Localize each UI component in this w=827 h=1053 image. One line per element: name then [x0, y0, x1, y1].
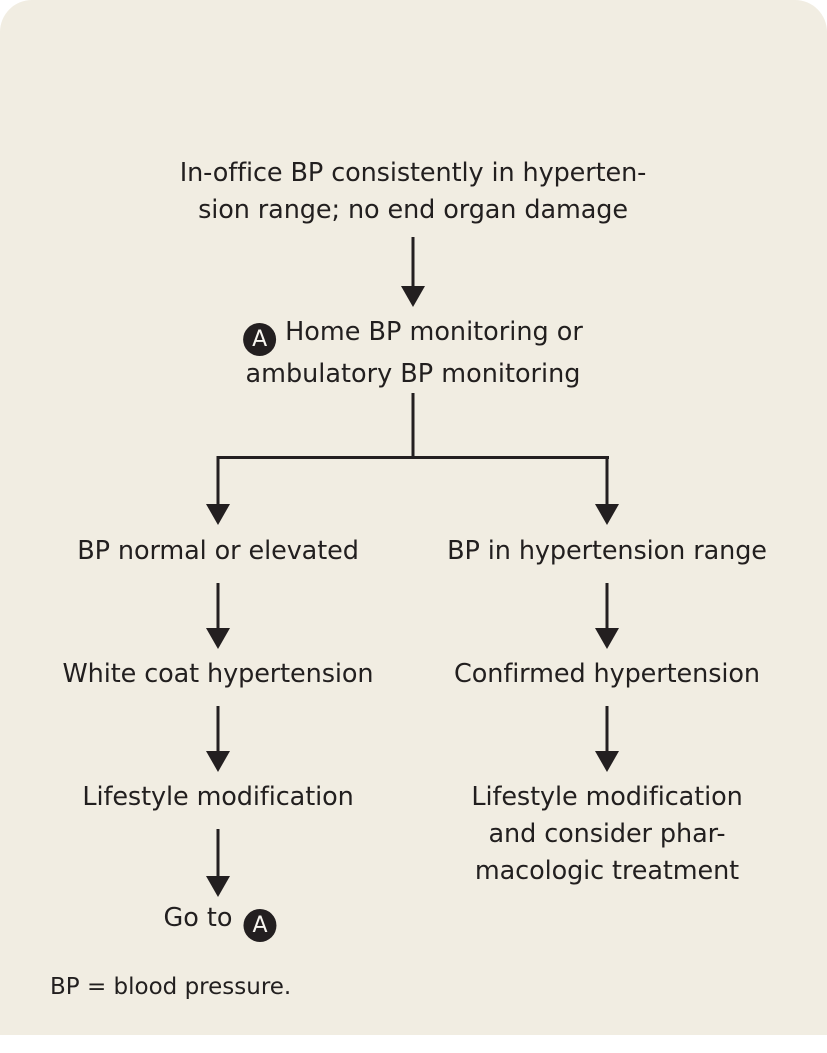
node-go-to-a-label: Go to [163, 903, 233, 933]
node-start: In-office BP consistently in hyperten- s… [179, 158, 647, 225]
connector-left-diagnosis-to-treatment [216, 706, 220, 754]
arrowhead-start-to-monitoring [401, 286, 425, 307]
arrowhead-left-diagnosis-to-treatment [206, 751, 230, 772]
connector-left-result-to-diagnosis [216, 583, 220, 631]
bottom-divider-rule [50, 1038, 779, 1047]
arrowhead-left-treatment-to-goto [206, 876, 230, 897]
arrowhead-right-diagnosis-to-treatment [595, 751, 619, 772]
node-bp-normal-or-elevated: BP normal or elevated [77, 536, 359, 566]
connector-split-to-left [216, 456, 220, 507]
node-home-bp-monitoring: A Home BP monitoring or ambulatory BP mon… [243, 314, 583, 393]
footnote-abbreviations: BP = blood pressure. [50, 974, 292, 1000]
connector-monitoring-stem [411, 393, 415, 459]
connector-split-bar [217, 456, 609, 459]
connector-start-to-monitoring [411, 237, 415, 289]
arrowhead-right-result-to-diagnosis [595, 628, 619, 649]
arrowhead-left-result-to-diagnosis [206, 628, 230, 649]
connector-split-to-right [605, 456, 609, 507]
node-confirmed-hypertension: Confirmed hypertension [454, 659, 760, 689]
node-right-lifestyle-modification: Lifestyle modification and consider phar… [471, 782, 743, 886]
node-left-lifestyle-modification: Lifestyle modification [82, 782, 354, 812]
connector-left-treatment-to-goto [216, 829, 220, 879]
node-home-bp-monitoring-line2: ambulatory BP monitoring [245, 359, 581, 389]
badge-a-icon: A [243, 323, 277, 356]
badge-a-goto-icon: A [243, 909, 277, 942]
node-home-bp-monitoring-line1: Home BP monitoring or [285, 317, 583, 347]
arrowhead-split-to-left [206, 504, 230, 525]
node-go-to-a: Go to A [163, 900, 277, 942]
arrowhead-split-to-right [595, 504, 619, 525]
node-bp-in-hypertension-range: BP in hypertension range [447, 536, 767, 566]
connector-right-result-to-diagnosis [605, 583, 609, 631]
node-white-coat-hypertension: White coat hypertension [62, 659, 374, 689]
connector-right-diagnosis-to-treatment [605, 706, 609, 754]
